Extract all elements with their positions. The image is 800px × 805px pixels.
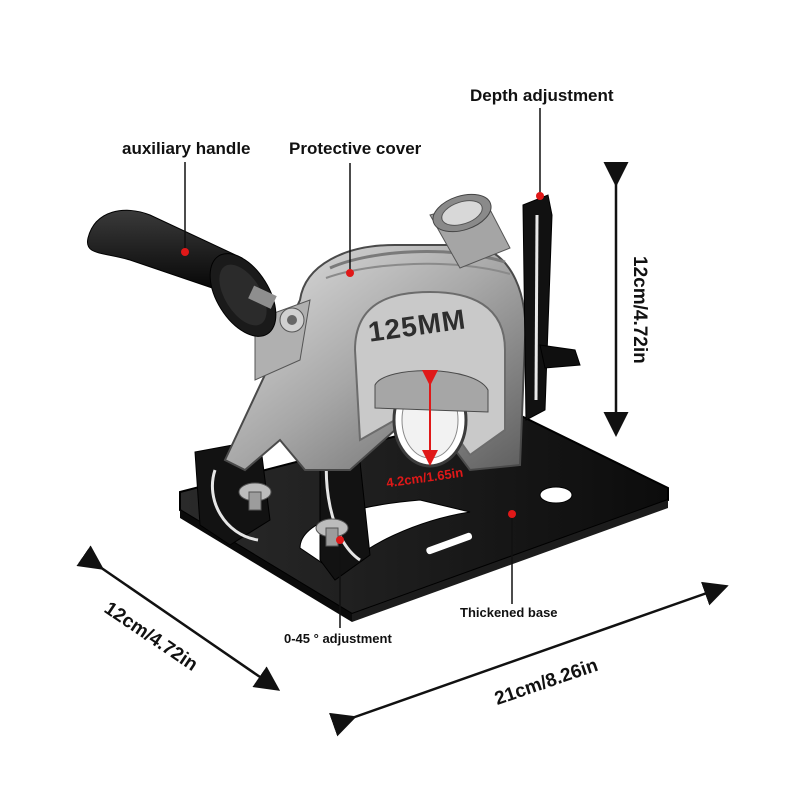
dust-port — [429, 193, 511, 269]
dimension-arrows — [76, 162, 729, 737]
wing-nut-left — [238, 482, 272, 511]
label-thickened-base: Thickened base — [460, 605, 558, 620]
length-arrow — [328, 581, 729, 737]
callout-dot-cover — [346, 269, 354, 277]
depth-adjustment-arm — [522, 194, 581, 421]
callout-dot-handle — [181, 248, 189, 256]
callout-dot-base — [508, 510, 516, 518]
dimension-height: 12cm/4.72in — [629, 256, 650, 364]
label-auxiliary-handle: auxiliary handle — [122, 139, 251, 158]
label-protective-cover: Protective cover — [289, 139, 422, 158]
auxiliary-handle — [86, 209, 277, 337]
wing-nut-right — [315, 518, 349, 547]
label-angle-adjustment: 0-45 ° adjustment — [284, 631, 392, 646]
callout-dot-depth — [536, 192, 544, 200]
width-arrow — [76, 545, 281, 691]
callout-dot-angle — [336, 536, 344, 544]
label-depth-adjustment: Depth adjustment — [470, 86, 614, 105]
